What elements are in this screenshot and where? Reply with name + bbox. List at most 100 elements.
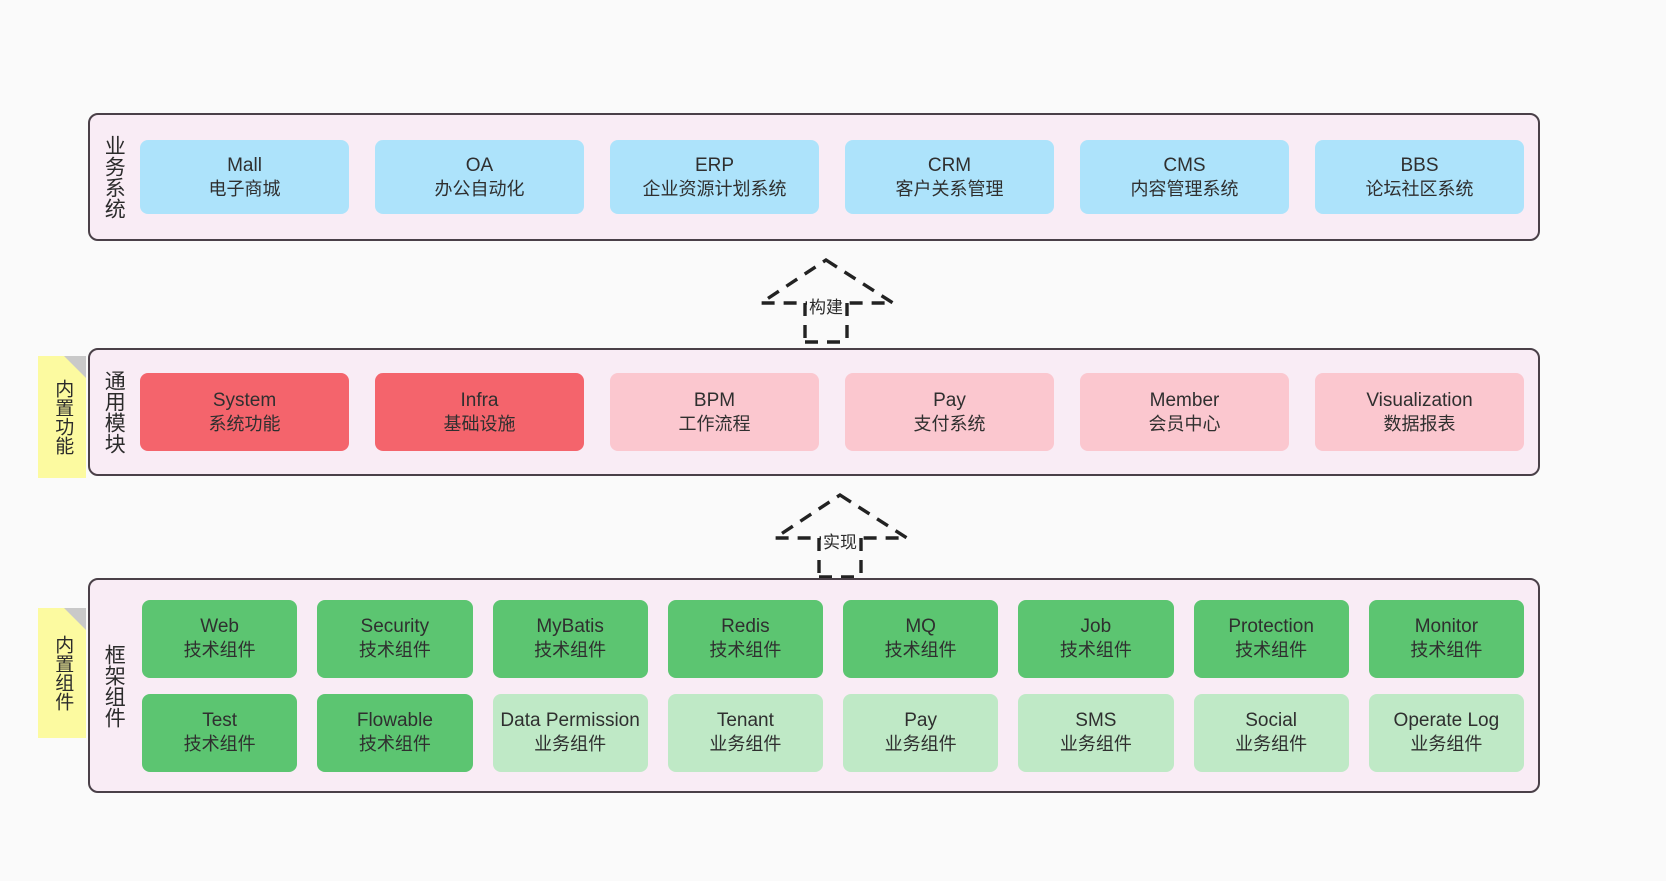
sticky-note-label: 内置组件 xyxy=(52,635,74,711)
arrow-shaft xyxy=(803,303,849,344)
node-subtitle: 技术组件 xyxy=(358,734,431,755)
layer-body-common-module: System 系统功能 Infra 基础设施 BPM 工作流程 Pay 支付系统… xyxy=(136,350,1538,474)
node-subtitle: 业务组件 xyxy=(1410,734,1483,755)
node-title: Protection xyxy=(1228,616,1314,638)
node-oa[interactable]: OA 办公自动化 xyxy=(375,140,584,214)
node-subtitle: 客户关系管理 xyxy=(895,178,1004,199)
node-subtitle: 数据报表 xyxy=(1383,413,1456,434)
node-subtitle: 电子商城 xyxy=(208,178,281,199)
node-subtitle: 业务组件 xyxy=(884,734,957,755)
layer-row: Mall 电子商城 OA 办公自动化 ERP 企业资源计划系统 CRM 客户关系… xyxy=(140,140,1524,214)
node-title: Redis xyxy=(721,616,770,638)
node-title: Data Permission xyxy=(500,710,640,732)
node-security[interactable]: Security 技术组件 xyxy=(317,599,473,678)
node-cms[interactable]: CMS 内容管理系统 xyxy=(1080,140,1289,214)
node-protection[interactable]: Protection 技术组件 xyxy=(1193,599,1349,678)
node-subtitle: 业务组件 xyxy=(1059,734,1132,755)
node-bbs[interactable]: BBS 论坛社区系统 xyxy=(1315,140,1524,214)
node-subtitle: 支付系统 xyxy=(913,413,986,434)
connector-implement: 实现 xyxy=(769,492,917,579)
layer-row: Test 技术组件 Flowable 技术组件 Data Permission … xyxy=(142,693,1524,772)
connector-label-build: 构建 xyxy=(807,293,845,318)
node-title: Flowable xyxy=(356,710,433,732)
node-subtitle: 业务组件 xyxy=(709,734,782,755)
connector-label-implement: 实现 xyxy=(821,528,859,553)
sticky-note-builtin-component[interactable]: 内置组件 xyxy=(38,608,86,738)
layer-row: System 系统功能 Infra 基础设施 BPM 工作流程 Pay 支付系统… xyxy=(140,373,1524,451)
node-title: ERP xyxy=(694,154,735,176)
node-subtitle: 技术组件 xyxy=(183,640,256,661)
node-title: OA xyxy=(465,154,494,176)
node-title: Operate Log xyxy=(1393,710,1500,732)
node-crm[interactable]: CRM 客户关系管理 xyxy=(845,140,1054,214)
node-bpm[interactable]: BPM 工作流程 xyxy=(610,373,819,451)
node-sms[interactable]: SMS 业务组件 xyxy=(1018,693,1174,772)
node-title: Job xyxy=(1080,616,1112,638)
arrow-head-triangle xyxy=(755,257,899,305)
node-title: Visualization xyxy=(1366,389,1473,411)
layer-title-framework-component: 框架组件 xyxy=(102,643,126,728)
node-monitor[interactable]: Monitor 技术组件 xyxy=(1368,599,1524,678)
node-subtitle: 业务组件 xyxy=(534,734,607,755)
node-title: System xyxy=(212,389,277,411)
node-erp[interactable]: ERP 企业资源计划系统 xyxy=(610,140,819,214)
node-title: Monitor xyxy=(1414,616,1479,638)
node-subtitle: 基础设施 xyxy=(443,413,516,434)
node-subtitle: 技术组件 xyxy=(1410,640,1483,661)
layer-row: Web 技术组件 Security 技术组件 MyBatis 技术组件 Redi… xyxy=(142,599,1524,678)
node-subtitle: 技术组件 xyxy=(1059,640,1132,661)
layer-body-business-system: Mall 电子商城 OA 办公自动化 ERP 企业资源计划系统 CRM 客户关系… xyxy=(136,115,1538,239)
node-system[interactable]: System 系统功能 xyxy=(140,373,349,451)
node-subtitle: 业务组件 xyxy=(1235,734,1308,755)
sticky-note-builtin-function[interactable]: 内置功能 xyxy=(38,356,86,478)
layer-title-common-module: 通用模块 xyxy=(102,370,126,454)
node-title: Social xyxy=(1245,710,1297,732)
node-pay[interactable]: Pay 支付系统 xyxy=(845,373,1054,451)
node-subtitle: 技术组件 xyxy=(183,734,256,755)
node-title: MyBatis xyxy=(536,616,604,638)
node-pay-component[interactable]: Pay 业务组件 xyxy=(843,693,999,772)
node-title: Pay xyxy=(933,389,966,411)
layer-business-system[interactable]: 业务系统 Mall 电子商城 OA 办公自动化 ERP 企业资源计划系统 CRM… xyxy=(88,113,1540,241)
node-subtitle: 会员中心 xyxy=(1148,413,1221,434)
node-title: BPM xyxy=(693,389,736,411)
layer-common-module[interactable]: 通用模块 System 系统功能 Infra 基础设施 BPM 工作流程 Pay… xyxy=(88,348,1540,476)
node-mall[interactable]: Mall 电子商城 xyxy=(140,140,349,214)
node-title: Test xyxy=(202,710,238,732)
node-social[interactable]: Social 业务组件 xyxy=(1193,693,1349,772)
connector-build: 构建 xyxy=(755,257,903,344)
layer-framework-component[interactable]: 框架组件 Web 技术组件 Security 技术组件 MyBatis 技术组件… xyxy=(88,578,1540,793)
node-mq[interactable]: MQ 技术组件 xyxy=(843,599,999,678)
node-infra[interactable]: Infra 基础设施 xyxy=(375,373,584,451)
node-job[interactable]: Job 技术组件 xyxy=(1018,599,1174,678)
node-title: Member xyxy=(1149,389,1220,411)
node-subtitle: 技术组件 xyxy=(1235,640,1308,661)
sticky-note-label: 内置功能 xyxy=(52,379,74,455)
node-title: BBS xyxy=(1400,154,1439,176)
node-title: Infra xyxy=(460,389,499,411)
node-tenant[interactable]: Tenant 业务组件 xyxy=(667,693,823,772)
node-web[interactable]: Web 技术组件 xyxy=(142,599,298,678)
node-title: SMS xyxy=(1075,710,1117,732)
node-operate-log[interactable]: Operate Log 业务组件 xyxy=(1368,693,1524,772)
node-title: MQ xyxy=(905,616,936,638)
node-subtitle: 系统功能 xyxy=(208,413,281,434)
node-redis[interactable]: Redis 技术组件 xyxy=(667,599,823,678)
node-mybatis[interactable]: MyBatis 技术组件 xyxy=(492,599,648,678)
node-title: Tenant xyxy=(716,710,774,732)
node-subtitle: 技术组件 xyxy=(709,640,782,661)
node-title: CMS xyxy=(1163,154,1206,176)
node-member[interactable]: Member 会员中心 xyxy=(1080,373,1289,451)
node-flowable[interactable]: Flowable 技术组件 xyxy=(317,693,473,772)
node-title: Pay xyxy=(904,710,937,732)
node-data-permission[interactable]: Data Permission 业务组件 xyxy=(492,693,648,772)
node-title: Mall xyxy=(227,154,262,176)
node-visualization[interactable]: Visualization 数据报表 xyxy=(1315,373,1524,451)
node-title: Security xyxy=(360,616,430,638)
node-test[interactable]: Test 技术组件 xyxy=(142,693,298,772)
note-fold-icon xyxy=(64,608,86,630)
node-title: Web xyxy=(200,616,239,638)
node-subtitle: 工作流程 xyxy=(678,413,751,434)
node-subtitle: 办公自动化 xyxy=(434,178,525,199)
